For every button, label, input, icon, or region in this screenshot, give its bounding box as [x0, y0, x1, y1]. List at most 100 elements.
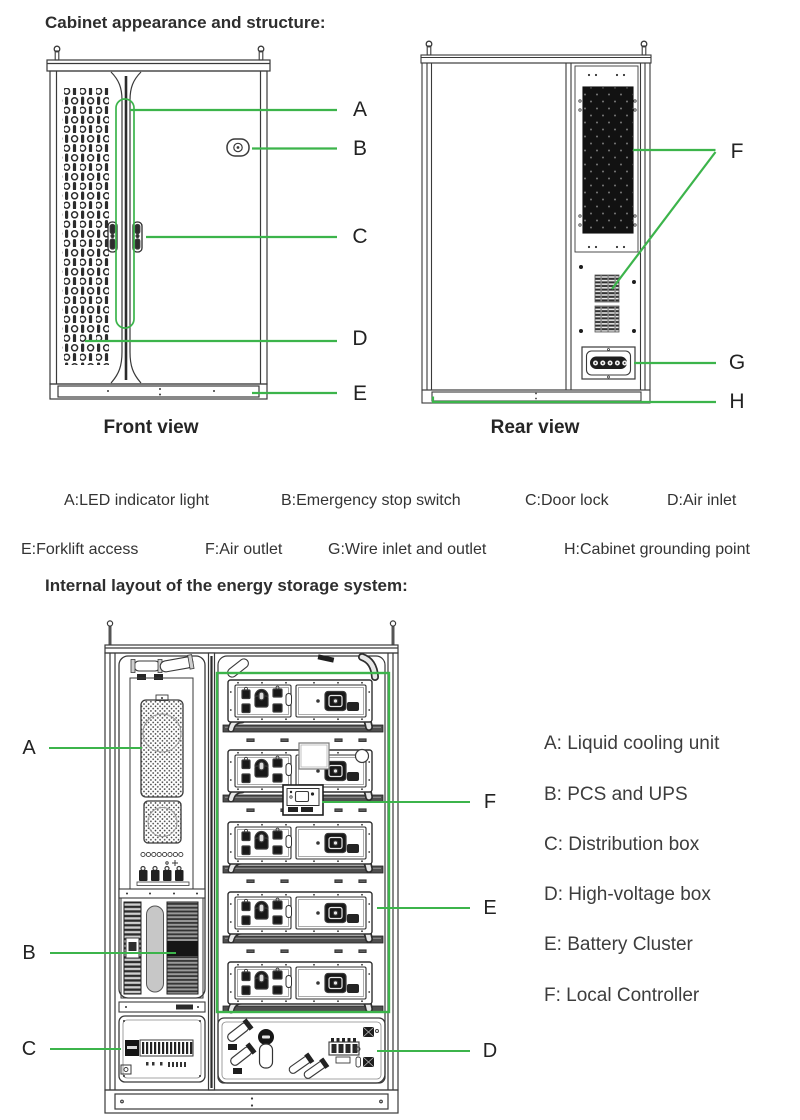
vent-holes-row — [140, 851, 184, 858]
cooling-grille-small — [143, 800, 182, 844]
air-outlet-vent-small-2 — [594, 305, 620, 333]
section-title-internal: Internal layout of the energy storage sy… — [45, 576, 408, 595]
battery-module-3 — [227, 821, 373, 865]
callout-letter-f: F — [730, 140, 744, 163]
battery-module-5 — [227, 961, 373, 1005]
pipe-connectors — [136, 865, 190, 886]
side-screws — [578, 99, 637, 227]
ups-capsule — [146, 905, 164, 993]
top-elbow — [358, 653, 379, 681]
legend-item-a: A:LED indicator light — [64, 492, 209, 509]
breaker-row — [142, 1042, 193, 1054]
cooling-grille-large — [140, 699, 184, 798]
terminal-block — [328, 1038, 360, 1064]
legend-item-e: E:Forklift access — [21, 541, 139, 558]
hv-connector — [288, 1052, 315, 1074]
internal-legend-f: F: Local Controller — [544, 985, 700, 1006]
main-switch — [258, 1029, 274, 1069]
air-outlet-vent-small-1 — [594, 274, 620, 303]
top-rail — [104, 644, 399, 654]
battery-compartment — [217, 653, 386, 1084]
hv-connector — [230, 1042, 257, 1066]
callout-line-h — [431, 396, 716, 404]
pcs-ups-unit — [118, 897, 206, 1013]
callout-letter-d: D — [352, 327, 368, 350]
top-pipe — [227, 658, 249, 678]
front-callout-lines — [85, 98, 337, 395]
internal-legend-b: B: PCS and UPS — [544, 784, 688, 805]
callout-letter-e: E — [352, 382, 367, 405]
air-outlet-vent-large — [582, 86, 634, 234]
callout-letter-b: B — [352, 137, 367, 160]
fan-circle — [147, 807, 178, 837]
top-rail — [420, 54, 652, 64]
terminal-dashes — [146, 1062, 186, 1067]
forklift-base — [49, 383, 268, 400]
coolant-pipe — [159, 654, 195, 673]
lift-bolt-icon — [389, 620, 397, 645]
top-rail — [46, 59, 271, 72]
distribution-box — [118, 1015, 206, 1083]
cabinet-views-drawing — [46, 40, 717, 404]
emergency-stop-switch — [226, 138, 250, 157]
legend-item-c: C:Door lock — [525, 492, 609, 509]
hv-connector — [303, 1057, 330, 1079]
led-strip-outline — [115, 98, 135, 329]
lift-bolt-icon — [106, 620, 114, 645]
legend-item-g: G:Wire inlet and outlet — [328, 541, 487, 558]
fan-circle — [142, 713, 182, 753]
internal-legend-a: A: Liquid cooling unit — [544, 733, 720, 754]
coolant-pipe — [133, 660, 161, 672]
legend-item-d: D:Air inlet — [667, 492, 737, 509]
lift-eye-icon — [53, 45, 61, 61]
lift-eye-icon — [640, 40, 648, 56]
controller-display — [294, 790, 310, 803]
internal-legend-d: D: High-voltage box — [544, 884, 711, 905]
internal-callout-b: B — [22, 942, 36, 964]
internal-callout-lines — [49, 747, 470, 1052]
module-side-fittings — [347, 702, 359, 993]
front-view-drawing — [46, 45, 271, 400]
local-controller — [282, 784, 324, 816]
valve-icon — [165, 860, 178, 866]
rear-callout-lines — [431, 148, 717, 404]
rear-view-caption: Rear view — [490, 417, 580, 438]
rear-view-drawing — [420, 40, 652, 404]
aux-parts — [355, 1026, 379, 1068]
cable-clamp — [317, 654, 335, 663]
internal-callout-f: F — [483, 791, 497, 813]
door-divider — [110, 71, 142, 384]
callout-letter-g: G — [728, 351, 746, 374]
base-plinth — [104, 1089, 399, 1114]
lift-eye-icon — [425, 40, 433, 56]
lower-panel-screws — [579, 265, 636, 333]
legend-item-b: B:Emergency stop switch — [281, 492, 461, 509]
air-inlet-perforation — [62, 88, 109, 365]
internal-callout-d: D — [482, 1040, 498, 1062]
junction-box — [298, 742, 330, 770]
high-voltage-box — [217, 1017, 386, 1084]
nameplate — [176, 1004, 193, 1010]
legend-item-h: H:Cabinet grounding point — [564, 541, 750, 558]
panel-screws — [587, 73, 626, 249]
section-title-cabinet: Cabinet appearance and structure: — [45, 13, 326, 32]
internal-callout-c: C — [21, 1038, 37, 1060]
battery-module-4 — [227, 891, 373, 935]
legend-item-f: F:Air outlet — [205, 541, 283, 558]
internal-callout-a: A — [22, 737, 36, 759]
port-circle — [354, 748, 370, 764]
internal-legend-c: C: Distribution box — [544, 834, 700, 855]
hv-connector — [227, 1018, 254, 1042]
battery-cluster-outline — [215, 671, 391, 1014]
internal-callout-e: E — [483, 897, 497, 919]
front-view-caption: Front view — [103, 417, 199, 438]
callout-letter-c: C — [352, 225, 368, 248]
callout-letter-a: A — [352, 98, 367, 121]
wire-inlet-outlet — [581, 346, 636, 380]
internal-cabinet — [104, 620, 399, 1114]
lift-eye-icon — [257, 45, 265, 61]
callout-letter-h: H — [729, 390, 745, 413]
battery-module-1 — [227, 679, 373, 723]
center-divider — [207, 652, 216, 1091]
